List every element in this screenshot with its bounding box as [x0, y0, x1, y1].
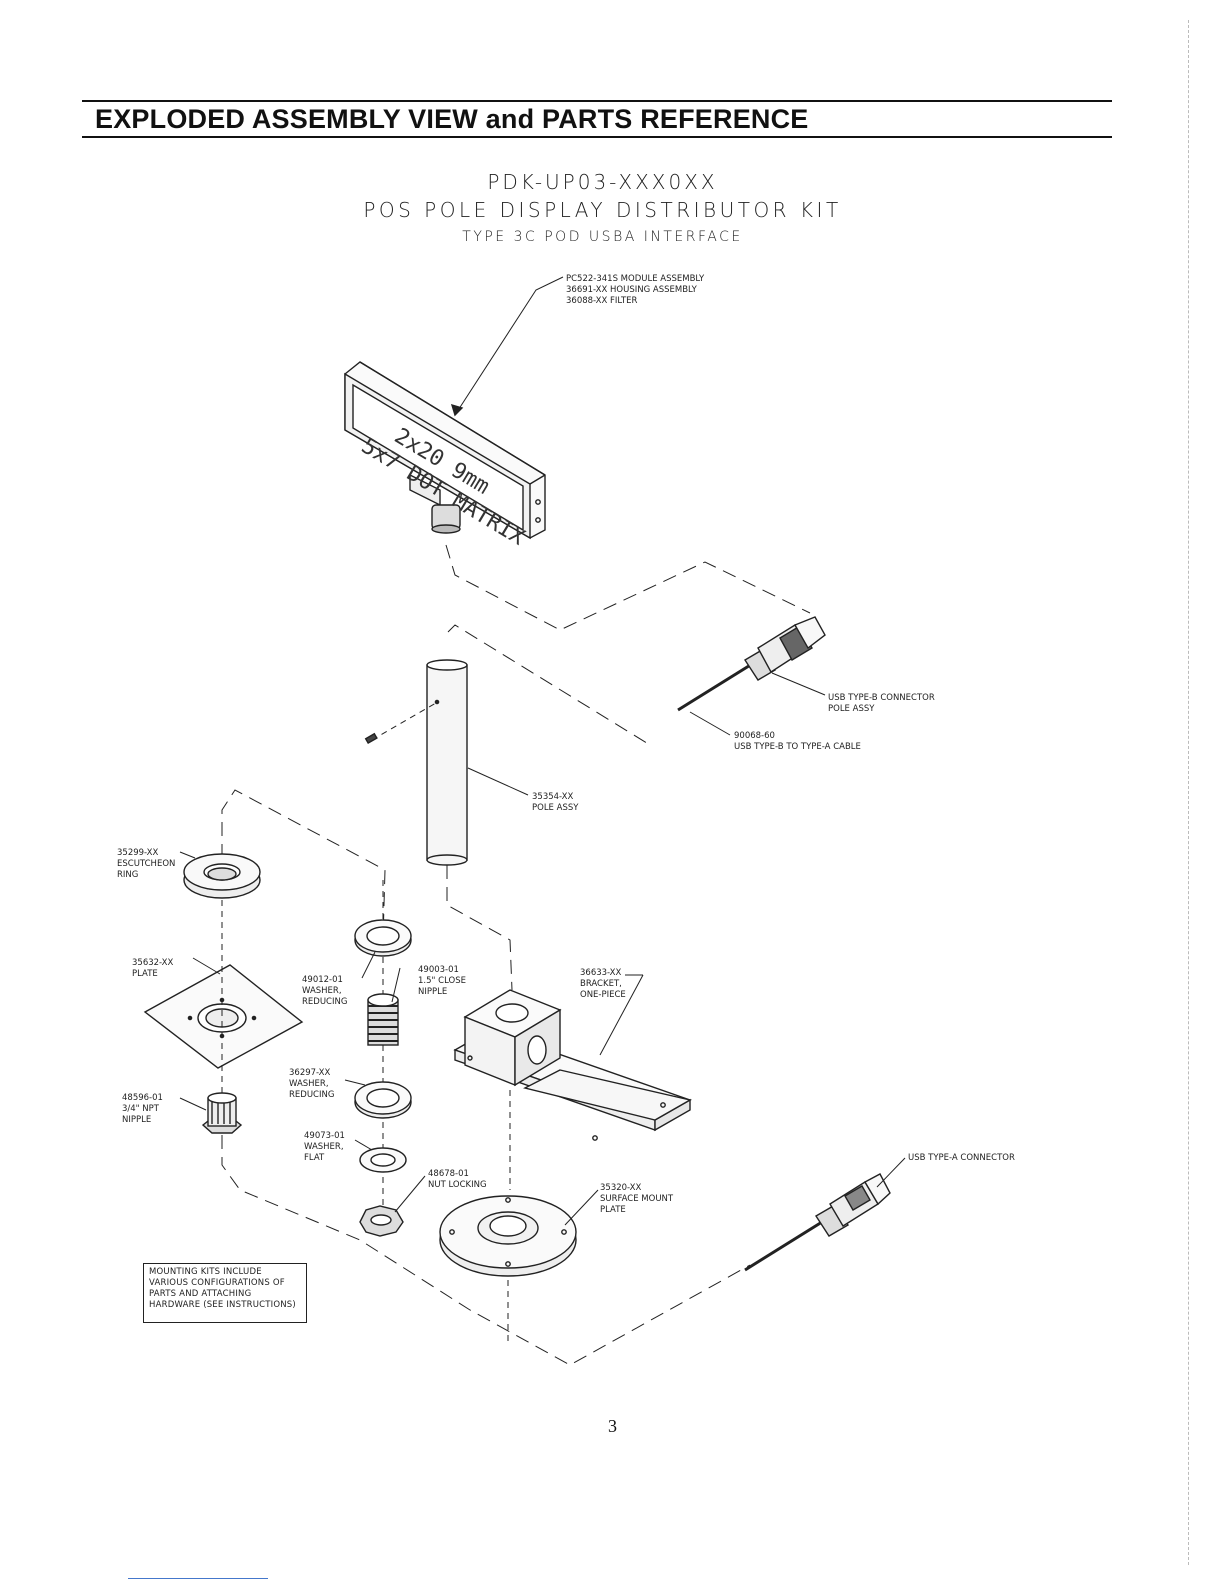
callout-close-nipple-1: 49003-01	[418, 965, 459, 975]
callout-surface-plate-3: PLATE	[600, 1205, 626, 1215]
callout-washer-reducing-a-1: 49012-01	[302, 975, 343, 985]
callout-module-2: 36691-XX HOUSING ASSEMBLY	[566, 285, 698, 295]
callout-washer-reducing-b-3: REDUCING	[289, 1090, 334, 1100]
header-rule-bottom	[82, 136, 1112, 138]
locking-nut	[359, 1205, 404, 1237]
callout-bracket-3: ONE-PIECE	[580, 990, 626, 1000]
callout-washer-reducing-b-2: WASHER,	[289, 1079, 329, 1089]
callout-plate-1: 35632-XX	[132, 958, 174, 968]
callout-bracket-1: 36633-XX	[580, 968, 622, 978]
callout-close-nipple-3: NIPPLE	[418, 987, 447, 997]
callout-npt-nipple-2: 3/4" NPT	[122, 1104, 160, 1114]
callout-surface-plate-2: SURFACE MOUNT	[600, 1194, 674, 1204]
callout-escutcheon-2: ESCUTCHEON	[117, 859, 175, 869]
callout-close-nipple-2: 1.5" CLOSE	[418, 976, 466, 986]
drawing-name: POS POLE DISPLAY DISTRIBUTOR KIT	[363, 198, 842, 222]
flat-washer	[359, 1147, 407, 1173]
mounting-kit-note: MOUNTING KITS INCLUDE VARIOUS CONFIGURAT…	[143, 1263, 307, 1323]
callout-bracket-2: BRACKET,	[580, 979, 622, 989]
callout-usb-a-1: USB TYPE-A CONNECTOR	[908, 1153, 1015, 1163]
callout-washer-flat-1: 49073-01	[304, 1131, 345, 1141]
usb-type-b-connector	[677, 616, 826, 712]
callout-pole-1: 35354-XX	[532, 792, 574, 802]
callout-surface-plate-1: 35320-XX	[600, 1183, 642, 1193]
scan-bottom-mark	[128, 1578, 268, 1579]
callout-escutcheon-3: RING	[117, 870, 138, 880]
callout-module-3: 36088-XX FILTER	[566, 296, 638, 306]
reducing-washer-lower	[354, 1081, 412, 1119]
close-nipple	[367, 993, 399, 1046]
escutcheon-ring	[183, 853, 261, 899]
callout-escutcheon-1: 35299-XX	[117, 848, 159, 858]
callout-npt-nipple-1: 48596-01	[122, 1093, 163, 1103]
npt-nipple	[201, 1092, 243, 1134]
callout-cable-2: USB TYPE-B TO TYPE-A CABLE	[734, 742, 861, 752]
note-line-4: HARDWARE (SEE INSTRUCTIONS)	[149, 1300, 296, 1310]
scan-edge-line	[1188, 20, 1189, 1565]
surface-mount-plate	[439, 1195, 577, 1277]
callout-washer-reducing-a-2: WASHER,	[302, 986, 342, 996]
note-line-1: MOUNTING KITS INCLUDE	[149, 1267, 262, 1277]
callout-washer-flat-3: FLAT	[304, 1153, 325, 1163]
callout-module-1: PC522-341S MODULE ASSEMBLY	[566, 274, 705, 284]
callout-plate-2: PLATE	[132, 969, 158, 979]
callout-nut-2: NUT LOCKING	[428, 1180, 487, 1190]
drawing-part-number: PDK-UP03-XXX0XX	[487, 170, 718, 194]
usb-type-a-connector	[744, 1173, 891, 1272]
one-piece-bracket	[453, 989, 692, 1141]
callout-pole-2: POLE ASSY	[532, 803, 579, 813]
header-rule-top	[82, 100, 1112, 102]
callout-usb-b-2: POLE ASSY	[828, 704, 875, 714]
callout-washer-flat-2: WASHER,	[304, 1142, 344, 1152]
note-line-2: VARIOUS CONFIGURATIONS OF	[149, 1278, 285, 1288]
callout-washer-reducing-a-3: REDUCING	[302, 997, 347, 1007]
callout-npt-nipple-3: NIPPLE	[122, 1115, 151, 1125]
callout-usb-b-1: USB TYPE-B CONNECTOR	[828, 693, 935, 703]
mounting-plate	[143, 964, 304, 1069]
drawing-subtitle: TYPE 3C POD USBA INTERFACE	[462, 229, 743, 245]
callout-nut-1: 48678-01	[428, 1169, 469, 1179]
reducing-washer-upper	[354, 919, 412, 957]
note-line-3: PARTS AND ATTACHING	[149, 1289, 252, 1299]
page-number: 3	[608, 1416, 617, 1436]
callout-washer-reducing-b-1: 36297-XX	[289, 1068, 331, 1078]
page-title: EXPLODED ASSEMBLY VIEW and PARTS REFEREN…	[95, 104, 809, 134]
callout-cable-1: 90068-60	[734, 731, 775, 741]
pole-tube	[426, 659, 468, 866]
pole-display-head: 2x20 9mm 5x7 DOT MATRIX	[344, 361, 546, 551]
